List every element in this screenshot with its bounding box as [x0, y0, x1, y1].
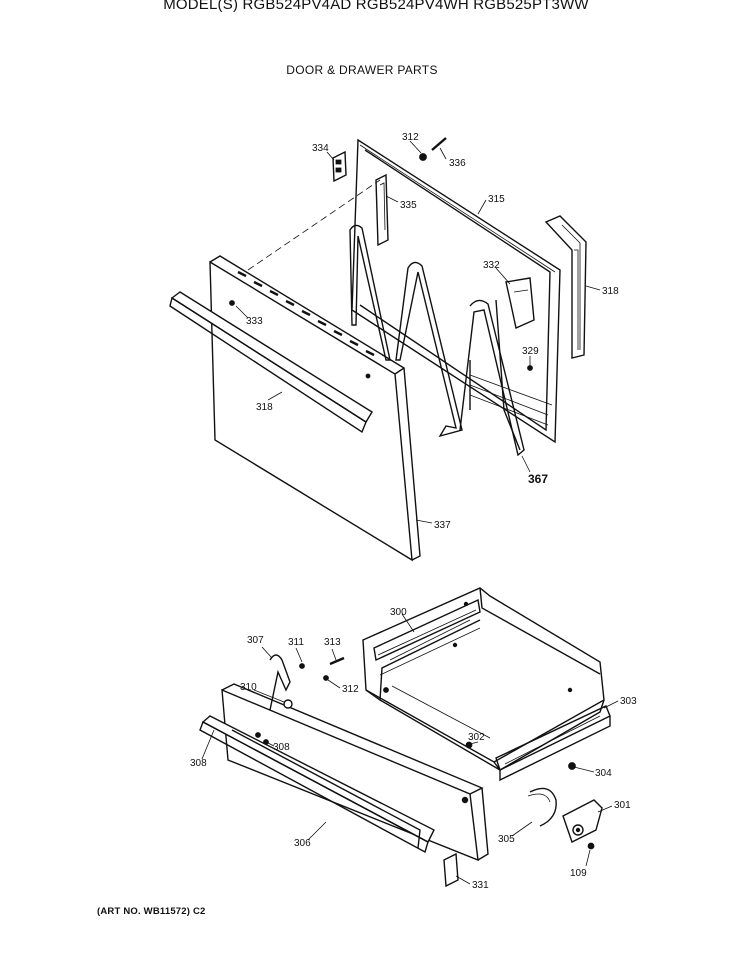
drawer-rail-303	[495, 705, 611, 782]
label-331: 331	[472, 880, 489, 891]
screw-311	[299, 663, 305, 669]
label-337: 337	[434, 520, 451, 531]
screw-329	[527, 365, 533, 371]
side-trim-318	[544, 215, 587, 359]
vent-slots	[237, 270, 375, 357]
label-300: 300	[390, 607, 407, 618]
screw-312	[419, 153, 427, 161]
label-312-drawer: 312	[342, 684, 359, 695]
label-301: 301	[614, 800, 631, 811]
label-308-handle: 308	[190, 758, 207, 769]
drawer-group	[199, 587, 611, 888]
label-334: 334	[312, 143, 329, 154]
model-header: MODEL(S) RGB524PV4AD RGB524PV4WH RGB525P…	[163, 0, 589, 13]
leader-lines	[201, 140, 619, 885]
hinge-335	[375, 173, 389, 247]
label-312: 312	[402, 132, 419, 143]
part-labels: 334 312 336 335 315 332 318 329 333 318 …	[190, 132, 637, 891]
retaining-clip-305	[527, 787, 557, 827]
label-308-mount: 308	[273, 742, 290, 753]
label-332: 332	[483, 260, 500, 271]
spacer-310	[283, 699, 293, 709]
drawer-handle-308	[199, 715, 435, 854]
label-311: 311	[288, 637, 304, 648]
label-315: 315	[488, 194, 505, 205]
drawer-body-300	[362, 587, 605, 771]
label-307: 307	[247, 635, 264, 646]
label-367: 367	[528, 472, 548, 486]
label-318-handle: 318	[256, 402, 273, 413]
bracket-331	[443, 852, 459, 888]
hinge-bracket-334	[332, 150, 347, 183]
label-109: 109	[570, 868, 587, 879]
nut-312	[323, 675, 329, 681]
label-306: 306	[294, 838, 311, 849]
label-303: 303	[620, 696, 637, 707]
label-335: 335	[400, 200, 417, 211]
bracket-332	[505, 277, 535, 329]
gasket-307	[269, 654, 291, 711]
door-handle-318	[169, 291, 373, 434]
screw-109	[587, 842, 595, 850]
label-310: 310	[240, 682, 257, 693]
label-304: 304	[595, 768, 612, 779]
pin-336	[431, 137, 447, 151]
bolt-313	[329, 656, 345, 666]
outer-door-panel-337	[209, 255, 421, 562]
leader-dash	[247, 179, 381, 271]
label-336: 336	[449, 158, 466, 169]
oven-door-group	[169, 137, 587, 562]
drawer-front-306	[221, 683, 489, 862]
section-title: DOOR & DRAWER PARTS	[286, 63, 438, 77]
door-hinge-arms-367	[349, 224, 525, 457]
screw-304	[568, 762, 576, 770]
door-inner-frame	[351, 138, 561, 444]
label-305: 305	[498, 834, 515, 845]
label-313: 313	[324, 637, 341, 648]
label-302: 302	[468, 732, 485, 743]
label-333: 333	[246, 316, 263, 327]
label-318-trim: 318	[602, 286, 619, 297]
label-329: 329	[522, 346, 539, 357]
roller-bracket-301	[562, 799, 603, 843]
art-number: (ART NO. WB11572) C2	[97, 906, 206, 917]
